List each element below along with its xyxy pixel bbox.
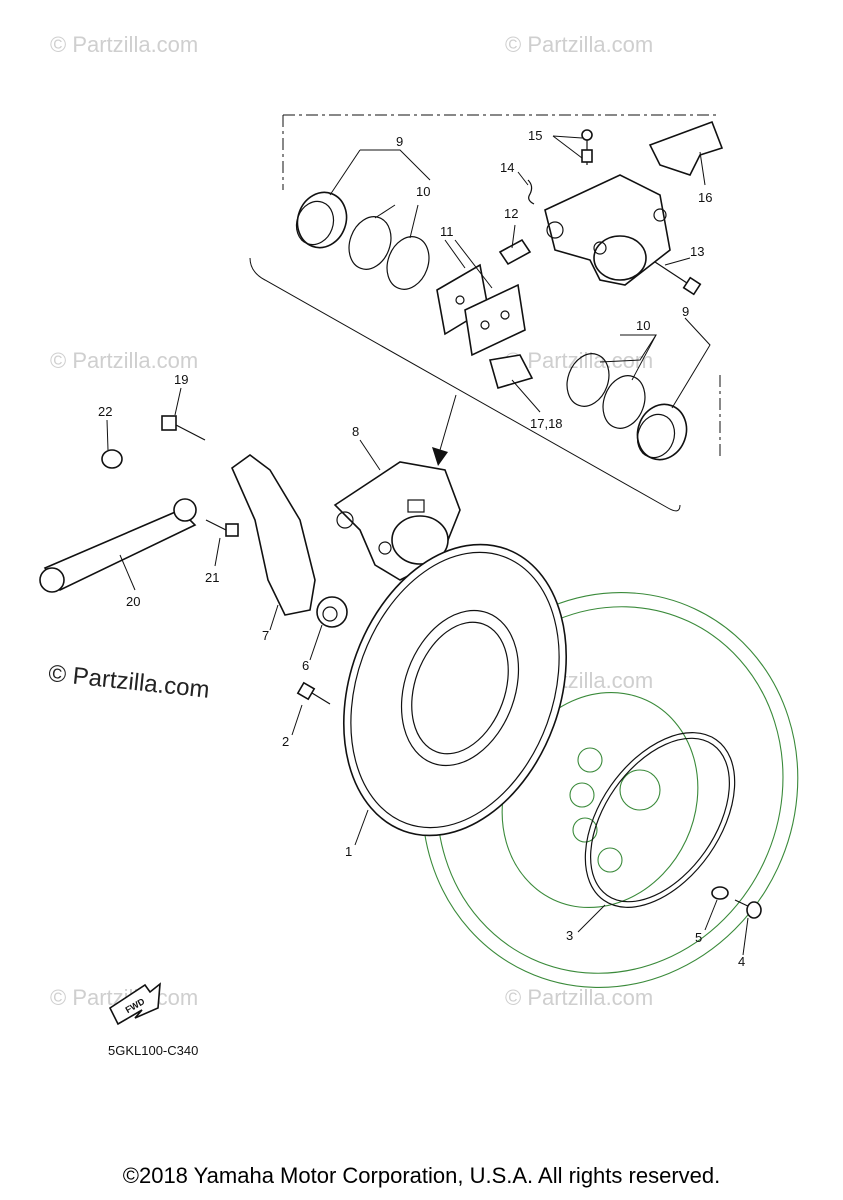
watermark: © Partzilla.com xyxy=(505,32,654,57)
watermark: © Partzilla.com xyxy=(50,32,199,57)
caliper-assembly xyxy=(333,461,461,581)
callout-16: 16 xyxy=(698,190,712,205)
callout-14: 14 xyxy=(500,160,514,175)
ring-bolt xyxy=(734,899,762,919)
callout-9-upper: 9 xyxy=(396,134,403,149)
exploded-view-bracket xyxy=(249,114,721,512)
callout-9-lower: 9 xyxy=(682,304,689,319)
callout-1: 1 xyxy=(345,844,352,859)
callout-6: 6 xyxy=(302,658,309,673)
callout-5: 5 xyxy=(695,930,702,945)
caliper-exploded xyxy=(544,174,671,286)
diagram-code: 5GKL100-C340 xyxy=(108,1043,199,1058)
callout-22: 22 xyxy=(98,404,112,419)
watermark: © Partzilla.com xyxy=(505,985,654,1010)
callout-17-18: 17,18 xyxy=(530,416,563,431)
callout-12: 12 xyxy=(504,206,518,221)
callout-8: 8 xyxy=(352,424,359,439)
lock-nut xyxy=(101,449,123,469)
spacer-collar xyxy=(316,596,348,628)
copyright-notice: ©2018 Yamaha Motor Corporation, U.S.A. A… xyxy=(122,1163,721,1188)
bracket-bolt-upper xyxy=(161,415,206,441)
bracket-bolt-lower xyxy=(205,519,239,537)
disc-bolt xyxy=(296,681,331,705)
callout-19: 19 xyxy=(174,372,188,387)
hub-ring xyxy=(584,732,736,908)
fwd-arrow-icon: FWD xyxy=(108,982,161,1026)
callout-10-upper: 10 xyxy=(416,184,430,199)
callout-10-lower: 10 xyxy=(636,318,650,333)
callout-3: 3 xyxy=(566,928,573,943)
callout-21: 21 xyxy=(205,570,219,585)
caliper-bracket xyxy=(231,454,316,616)
seals-lower xyxy=(566,353,646,429)
torque-rod xyxy=(39,498,197,593)
caliper-cover xyxy=(648,120,724,176)
callout-13: 13 xyxy=(690,244,704,259)
callout-4: 4 xyxy=(738,954,745,969)
brake-pads xyxy=(436,263,526,357)
callout-2: 2 xyxy=(282,734,289,749)
caliper-bolt xyxy=(654,261,702,296)
callout-15: 15 xyxy=(528,128,542,143)
leader-lines xyxy=(106,135,749,956)
brake-disc xyxy=(342,543,568,837)
pad-spring xyxy=(498,238,532,266)
piston-lower xyxy=(636,403,688,461)
piston-upper xyxy=(295,191,348,249)
callout-11: 11 xyxy=(440,224,454,239)
pin-clip xyxy=(527,179,535,205)
seals-upper xyxy=(348,216,430,290)
pad-support xyxy=(488,354,534,389)
callout-7: 7 xyxy=(262,628,269,643)
callout-20: 20 xyxy=(126,594,140,609)
bleeder-valve xyxy=(581,129,593,165)
watermark: © Partzilla.com xyxy=(50,348,199,373)
washer xyxy=(711,886,729,900)
